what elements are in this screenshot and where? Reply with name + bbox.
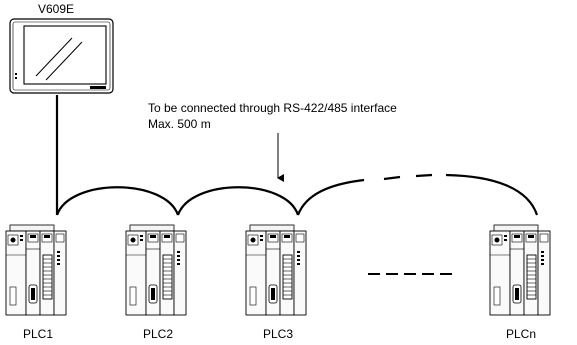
plc3-icon [245, 224, 307, 316]
plc2-icon [125, 224, 187, 316]
plc1-icon [5, 224, 67, 316]
hmi-touch-panel [9, 18, 114, 94]
plcn-label: PLCn [505, 327, 537, 341]
hmi-model-label: V609E [38, 2, 75, 16]
plc1-label: PLC1 [22, 327, 54, 341]
max-distance-note: Max. 500 m [148, 117, 211, 131]
plc2-label: PLC2 [142, 327, 174, 341]
connection-note: To be connected through RS-422/485 inter… [148, 101, 397, 115]
plc3-label: PLC3 [262, 327, 294, 341]
rs485-network-cable [55, 173, 539, 216]
plcn-icon [489, 224, 551, 316]
